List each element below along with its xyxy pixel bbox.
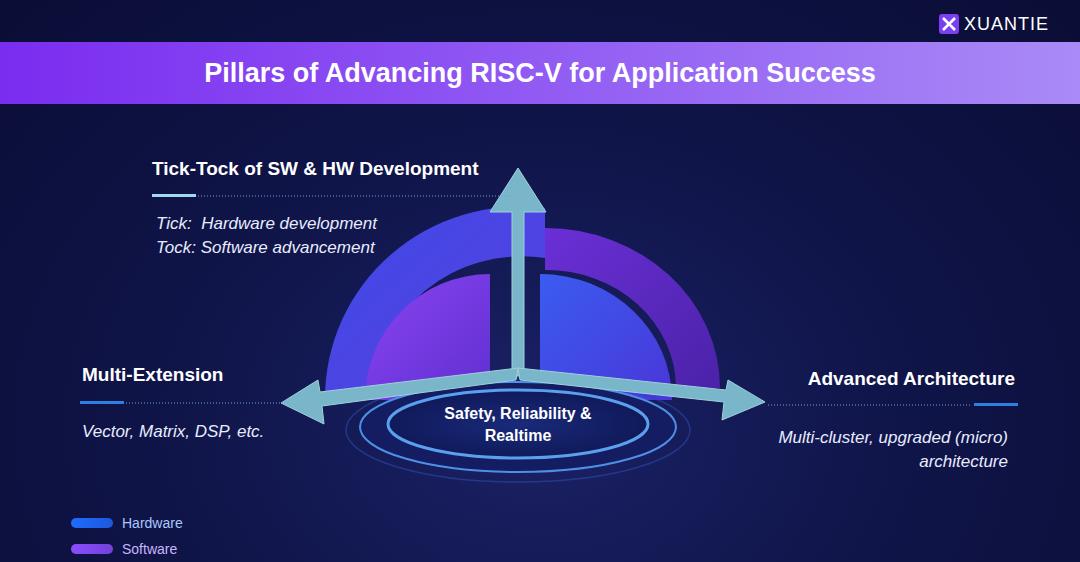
legend-text: Hardware xyxy=(122,514,183,532)
legend-swatch xyxy=(71,544,113,554)
node-text: Safety, Reliability & Realtime xyxy=(412,403,624,447)
pillar-detail: Tock: Software advancement xyxy=(156,238,375,258)
leader-lines xyxy=(80,194,1018,406)
pillar-detail: Multi-cluster, upgraded (micro) architec… xyxy=(768,426,1008,474)
logo-text: XUANTIE xyxy=(964,14,1049,34)
logo-icon xyxy=(939,14,959,34)
pillar-arrows xyxy=(281,168,765,424)
pillar-detail: Tick: Hardware development xyxy=(156,214,377,234)
pillar-detail: Vector, Matrix, DSP, etc. xyxy=(82,422,264,442)
title: Pillars of Advancing RISC-V for Applicat… xyxy=(0,42,1080,104)
pillar-heading: Tick-Tock of SW & HW Development xyxy=(152,158,479,180)
legend-text: Software xyxy=(122,540,177,558)
center-ellipse: Safety, Reliability & Realtime xyxy=(412,396,624,454)
title-band xyxy=(0,42,1080,104)
legend-swatch xyxy=(71,518,113,528)
pillar-heading: Advanced Architecture xyxy=(808,368,1015,390)
pillar-heading: Multi-Extension xyxy=(82,364,223,386)
